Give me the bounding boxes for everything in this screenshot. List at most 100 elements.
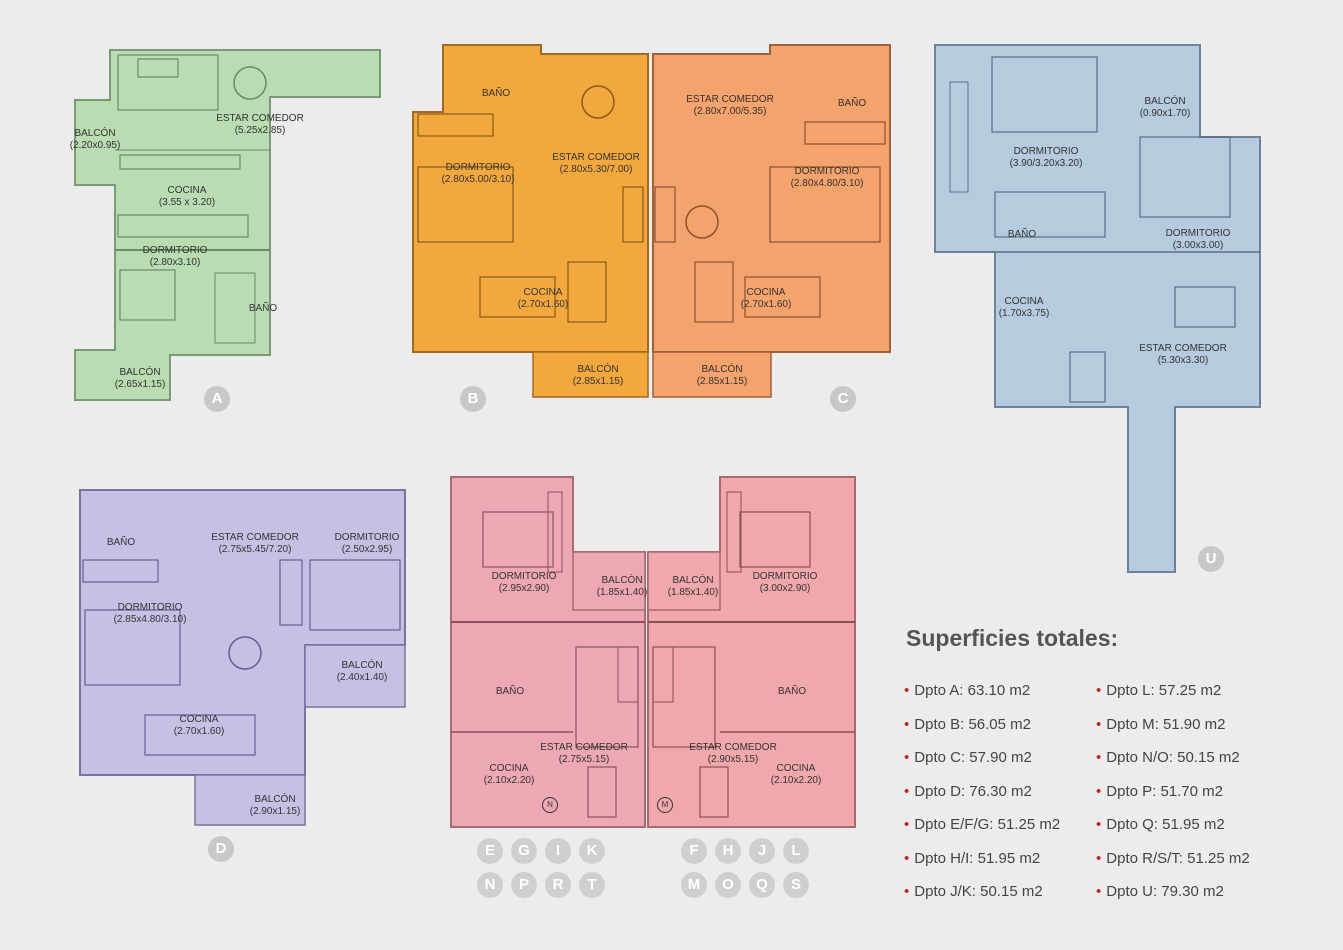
floor-plan-c-drawing xyxy=(652,44,891,398)
superficie-item: •Dpto R/S/T: 51.25 m2 xyxy=(1096,850,1250,867)
unit-letter: Q xyxy=(749,872,775,898)
bullet-icon: • xyxy=(904,716,910,733)
superficie-item: •Dpto B: 56.05 m2 xyxy=(904,716,1031,733)
unit-letter: H xyxy=(715,838,741,864)
room-label: COCINA(2.70x1.60) xyxy=(740,287,792,310)
superficies-title: Superficies totales: xyxy=(906,625,1119,651)
room-label: BAÑO xyxy=(1007,229,1037,240)
room-label: ESTAR COMEDOR(5.25x2.85) xyxy=(216,113,304,136)
room-label: DORMITORIO(2.85x4.80/3.10) xyxy=(113,602,187,625)
bullet-icon: • xyxy=(1096,716,1102,733)
unit-letter: J xyxy=(749,838,775,864)
superficie-item: •Dpto U: 79.30 m2 xyxy=(1096,883,1224,900)
unit-letter: O xyxy=(715,872,741,898)
floor-plan-pink-left: DORMITORIO(2.95x2.90) BALCÓN(1.85x1.40) … xyxy=(448,472,648,834)
superficie-item: •Dpto H/I: 51.95 m2 xyxy=(904,850,1041,867)
room-label: BAÑO xyxy=(777,686,807,697)
room-label: COCINA(2.10x2.20) xyxy=(483,763,535,786)
floor-plan-d-drawing xyxy=(79,489,406,826)
floor-plan-b-drawing xyxy=(412,44,649,398)
floor-plan-b: BAÑO ESTAR COMEDOR(2.80x5.30/7.00) DORMI… xyxy=(408,42,653,402)
floor-plan-a-drawing xyxy=(74,49,381,401)
room-label: DORMITORIO(3.00x2.90) xyxy=(752,571,818,594)
room-label: BALCÓN(1.85x1.40) xyxy=(596,575,648,598)
room-label: BAÑO xyxy=(248,303,278,314)
room-label: BALCÓN(2.65x1.15) xyxy=(114,367,166,390)
room-label: ESTAR COMEDOR(2.90x5.15) xyxy=(689,742,777,765)
room-label: DORMITORIO(2.50x2.95) xyxy=(334,532,400,555)
room-label: DORMITORIO(3.90/3.20x3.20) xyxy=(1009,146,1083,169)
room-label: COCINA(2.70x1.60) xyxy=(517,287,569,310)
superficie-item: •Dpto A: 63.10 m2 xyxy=(904,682,1031,699)
superficie-item: •Dpto E/F/G: 51.25 m2 xyxy=(904,816,1061,833)
unit-letter: S xyxy=(783,872,809,898)
plan-badge-a: A xyxy=(204,386,230,412)
room-label: DORMITORIO(2.95x2.90) xyxy=(491,571,557,594)
room-label: COCINA(2.70x1.60) xyxy=(173,714,225,737)
plan-badge-d: D xyxy=(208,836,234,862)
room-label: BAÑO xyxy=(837,98,867,109)
unit-letter: R xyxy=(545,872,571,898)
unit-letter: M xyxy=(681,872,707,898)
bullet-icon: • xyxy=(904,749,910,766)
door-label: N xyxy=(542,797,558,813)
plan-badge-b: B xyxy=(460,386,486,412)
room-label: COCINA(1.70x3.75) xyxy=(998,296,1050,319)
room-label: ESTAR COMEDOR(2.80x7.00/5.35) xyxy=(686,94,774,117)
unit-letter: P xyxy=(511,872,537,898)
room-label: DORMITORIO(3.00x3.00) xyxy=(1165,228,1231,251)
bullet-icon: • xyxy=(904,850,910,867)
unit-letter: T xyxy=(579,872,605,898)
bullet-icon: • xyxy=(904,883,910,900)
room-label: DORMITORIO(2.80x4.80/3.10) xyxy=(790,166,864,189)
unit-letter: K xyxy=(579,838,605,864)
floor-plan-d: BAÑO ESTAR COMEDOR(2.75x5.45/7.20) DORMI… xyxy=(75,485,415,830)
superficie-item: •Dpto Q: 51.95 m2 xyxy=(1096,816,1225,833)
room-label: BALCÓN(2.90x1.15) xyxy=(249,794,301,817)
bullet-icon: • xyxy=(1096,883,1102,900)
floor-plan-u: DORMITORIO(3.90/3.20x3.20) BALCÓN(0.90x1… xyxy=(930,42,1265,577)
superficie-item: •Dpto P: 51.70 m2 xyxy=(1096,783,1223,800)
room-label: BAÑO xyxy=(481,88,511,99)
superficie-item: •Dpto M: 51.90 m2 xyxy=(1096,716,1226,733)
bullet-icon: • xyxy=(1096,749,1102,766)
unit-letter: F xyxy=(681,838,707,864)
room-label: ESTAR COMEDOR(2.75x5.15) xyxy=(540,742,628,765)
superficie-item: •Dpto J/K: 50.15 m2 xyxy=(904,883,1043,900)
plan-badge-u: U xyxy=(1198,546,1224,572)
unit-letter: L xyxy=(783,838,809,864)
superficie-item: •Dpto N/O: 50.15 m2 xyxy=(1096,749,1240,766)
room-label: BALCÓN(2.40x1.40) xyxy=(336,660,388,683)
floor-plan-u-drawing xyxy=(934,44,1261,573)
room-label: BALCÓN(1.85x1.40) xyxy=(667,575,719,598)
room-label: DORMITORIO(2.80x3.10) xyxy=(142,245,208,268)
room-label: COCINA(2.10x2.20) xyxy=(770,763,822,786)
room-label: BAÑO xyxy=(495,686,525,697)
room-label: ESTAR COMEDOR(2.75x5.45/7.20) xyxy=(211,532,299,555)
bullet-icon: • xyxy=(1096,850,1102,867)
unit-letter: N xyxy=(477,872,503,898)
room-label: BALCÓN(2.20x0.95) xyxy=(69,128,121,151)
room-label: BALCÓN(2.85x1.15) xyxy=(572,364,624,387)
bullet-icon: • xyxy=(904,816,910,833)
room-label: ESTAR COMEDOR(2.80x5.30/7.00) xyxy=(552,152,640,175)
room-label: BAÑO xyxy=(106,537,136,548)
room-label: COCINA(3.55 x 3.20) xyxy=(158,185,216,208)
superficie-item: •Dpto L: 57.25 m2 xyxy=(1096,682,1222,699)
room-label: ESTAR COMEDOR(5.30x3.30) xyxy=(1139,343,1227,366)
plan-badge-c: C xyxy=(830,386,856,412)
unit-letter: E xyxy=(477,838,503,864)
floor-plan-pink-left-drawing xyxy=(450,476,646,828)
room-label: DORMITORIO(2.80x5.00/3.10) xyxy=(441,162,515,185)
floor-plan-c: ESTAR COMEDOR(2.80x7.00/5.35) BAÑO DORMI… xyxy=(650,42,895,402)
floor-plan-a: ESTAR COMEDOR(5.25x2.85) BALCÓN(2.20x0.9… xyxy=(70,45,390,405)
door-label: M xyxy=(657,797,673,813)
room-label: BALCÓN(0.90x1.70) xyxy=(1139,96,1191,119)
bullet-icon: • xyxy=(1096,682,1102,699)
bullet-icon: • xyxy=(1096,783,1102,800)
unit-letter: I xyxy=(545,838,571,864)
bullet-icon: • xyxy=(904,682,910,699)
floor-plan-pink-right-drawing xyxy=(647,476,856,828)
room-label: BALCÓN(2.85x1.15) xyxy=(696,364,748,387)
floor-plan-pink-right: BALCÓN(1.85x1.40) DORMITORIO(3.00x2.90) … xyxy=(645,472,860,834)
